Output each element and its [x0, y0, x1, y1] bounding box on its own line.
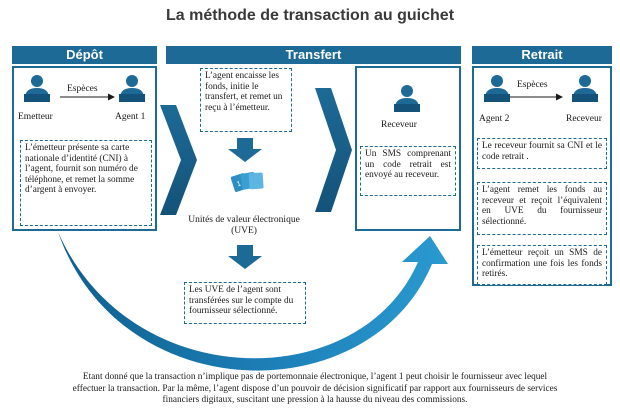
person-icon	[24, 75, 50, 102]
sender-label: Emetteur	[18, 112, 53, 122]
curved-arrow-icon	[58, 232, 448, 371]
withdraw-id-note: Le receveur fournit sa CNI et le code re…	[477, 138, 607, 169]
agent-collects-note: L’agent encaisse les fonds, initie le tr…	[200, 68, 292, 132]
down-arrow-icon	[228, 138, 262, 162]
person-icon	[484, 75, 510, 102]
person-icon	[394, 85, 420, 112]
footer-caption: Etant donné que la transaction n’impliqu…	[40, 372, 590, 407]
uve-cards-icon: 1	[230, 171, 264, 192]
footer-line: Etant donné que la transaction n’impliqu…	[82, 372, 548, 382]
agent2-label: Agent 2	[479, 114, 510, 124]
sms-code-note: Un SMS comprenant un code retrait est en…	[360, 146, 456, 196]
right-arrow-icon	[508, 93, 563, 101]
footer-line: financiers digitaux, suscitant une press…	[162, 395, 468, 405]
receiver-label: Receveur	[381, 120, 417, 130]
depot-panel	[12, 66, 157, 231]
section-header-retrait: Retrait	[472, 46, 612, 64]
right-arrow-icon	[60, 93, 115, 101]
down-arrow-icon	[228, 245, 262, 269]
uve-transfer-note: Les UVE de l’agent sont transférées sur …	[184, 282, 306, 324]
chevron-arrow-icon	[315, 88, 352, 212]
chevron-arrow-icon	[160, 105, 197, 215]
person-icon	[119, 75, 145, 102]
page-title: La méthode de transaction au guichet	[165, 7, 455, 24]
uve-label-abbr: (UVE)	[231, 226, 257, 236]
section-header-depot: Dépôt	[12, 46, 157, 64]
uve-label: Unités de valeur électronique	[188, 215, 300, 225]
confirmation-sms-note: L’émetteur reçoit un SMS de confirmation…	[477, 245, 607, 285]
svg-text:1: 1	[236, 180, 242, 188]
cash-arrow-label: Espèces	[517, 80, 548, 90]
retrait-panel	[472, 66, 612, 286]
agent-gives-funds-note: L’agent remet les fonds au receveur et r…	[477, 182, 607, 235]
agent1-label: Agent 1	[115, 112, 146, 122]
section-header-transfert: Transfert	[166, 46, 461, 64]
receiver-panel	[355, 66, 461, 231]
retrait-receiver-label: Receveur	[566, 114, 602, 124]
depot-note: L’émetteur présente sa carte nationale d…	[20, 140, 152, 226]
cash-arrow-label: Espèces	[67, 84, 98, 94]
person-icon	[572, 75, 598, 102]
footer-line: effectuer la transaction. Par la même, l…	[72, 383, 558, 394]
